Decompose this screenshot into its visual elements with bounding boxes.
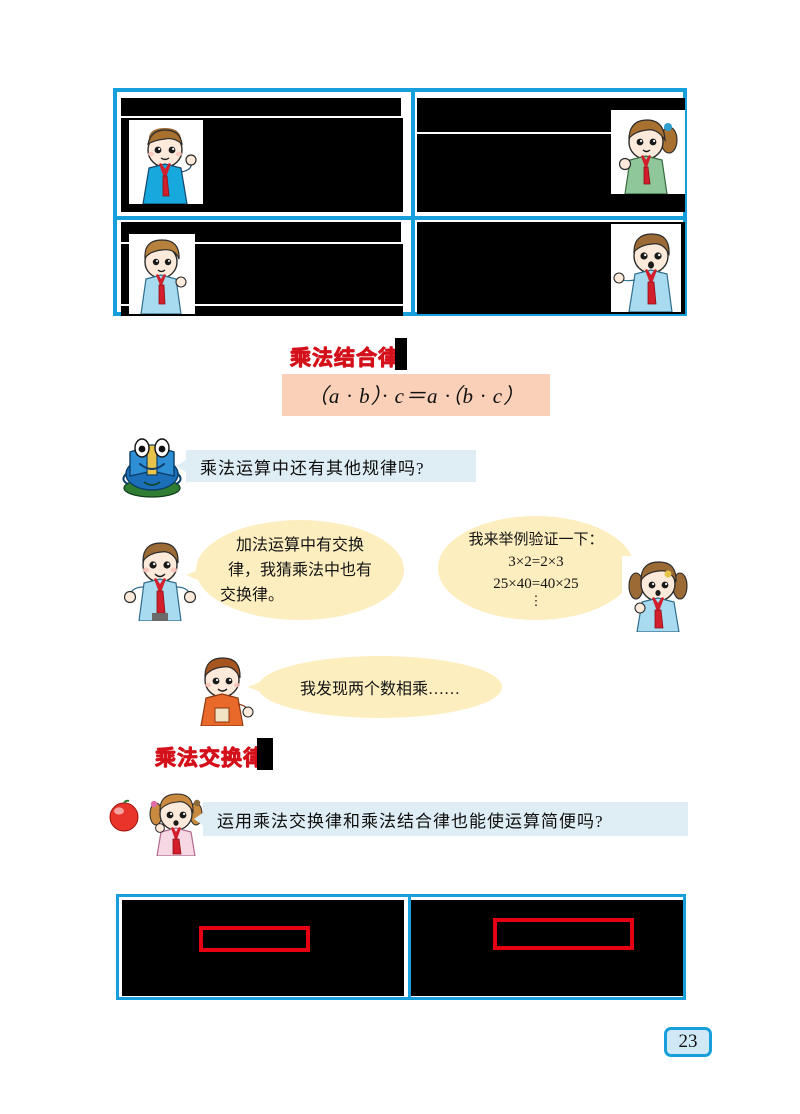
bubble-line: 3×2=2×3 — [508, 554, 564, 570]
character-boy-orange-sweater — [190, 654, 254, 726]
character-girl-pigtails-blue — [622, 556, 692, 632]
character-girl-pink-shirt — [145, 790, 207, 856]
bubble-line: 我发现两个数相乘…… — [299, 681, 460, 698]
bubble-line: 我来举例验证一下： — [468, 532, 604, 548]
speech-frog-prompt: 乘法运算中还有其他规律吗? — [177, 450, 476, 482]
redacted-text-block — [121, 98, 401, 116]
bubble-line: 交换律。 — [220, 586, 285, 604]
character-boy-arms-open — [124, 537, 196, 621]
worksheet-grid-bottom — [116, 894, 686, 1000]
answer-highlight-box-left[interactable] — [199, 926, 310, 952]
heading-associative-law: 乘法结合律 — [290, 338, 407, 372]
speech-bubble-right: 我来举例验证一下： 3×2=2×3 25×40=40×25 ⋮ — [438, 516, 634, 620]
bubble-line: 加法运算中有交换 — [235, 536, 364, 554]
speech-frog-prompt-text: 乘法运算中还有其他规律吗? — [200, 458, 425, 478]
character-boy-red-scarf — [129, 234, 195, 314]
bubble-line: 25×40=40×25 — [493, 576, 579, 592]
speech-tail — [194, 812, 204, 826]
table-cell-top-left[interactable] — [117, 92, 411, 216]
character-boy-pointing — [611, 224, 681, 312]
red-ball-icon — [106, 798, 142, 834]
grid-horizontal-divider — [117, 216, 683, 220]
speech-bubble-left: 加法运算中有交换 律，我猜乘法中也有 交换律。 — [196, 520, 404, 620]
character-boy-blue-jacket — [129, 120, 203, 204]
redacted-text-block — [121, 306, 403, 316]
speech-girl-prompt: 运用乘法交换律和乘法结合律也能使运算简便吗? — [194, 802, 688, 836]
formula-associative-box: （a · b）· c＝a ·（b · c） — [282, 374, 550, 416]
bubble-line: ⋮ — [529, 593, 543, 608]
page-number-text: 23 — [678, 1031, 698, 1052]
bubble-line: 律，我猜乘法中也有 — [227, 561, 372, 579]
grid-vertical-divider — [408, 897, 411, 997]
blue-book-frog-mascot-icon — [118, 434, 186, 498]
redacted-text-block — [257, 738, 273, 770]
heading-commutative-label: 乘法交换律 — [155, 746, 265, 770]
formula-associative-text: （a · b）· c＝a ·（b · c） — [306, 384, 526, 408]
redacted-text-block — [395, 338, 407, 370]
table-cell-bottom-right[interactable] — [415, 220, 687, 316]
worksheet-grid-top — [113, 88, 687, 316]
table-cell-top-right[interactable] — [415, 92, 687, 216]
character-girl-green-shirt — [611, 110, 685, 194]
answer-highlight-box-right[interactable] — [493, 918, 634, 950]
speech-tail — [177, 459, 187, 473]
speech-girl-prompt-text: 运用乘法交换律和乘法结合律也能使运算简便吗? — [217, 811, 604, 831]
exercise-cell-left[interactable] — [119, 897, 408, 997]
table-cell-bottom-left[interactable] — [117, 220, 411, 316]
page-number-badge: 23 — [664, 1027, 712, 1057]
speech-bubble-third: 我发现两个数相乘…… — [258, 656, 502, 718]
grid-vertical-divider — [411, 92, 415, 312]
heading-commutative-law: 乘法交换律 — [155, 738, 273, 772]
heading-associative-label: 乘法结合律 — [290, 346, 400, 370]
exercise-cell-right[interactable] — [411, 897, 683, 997]
